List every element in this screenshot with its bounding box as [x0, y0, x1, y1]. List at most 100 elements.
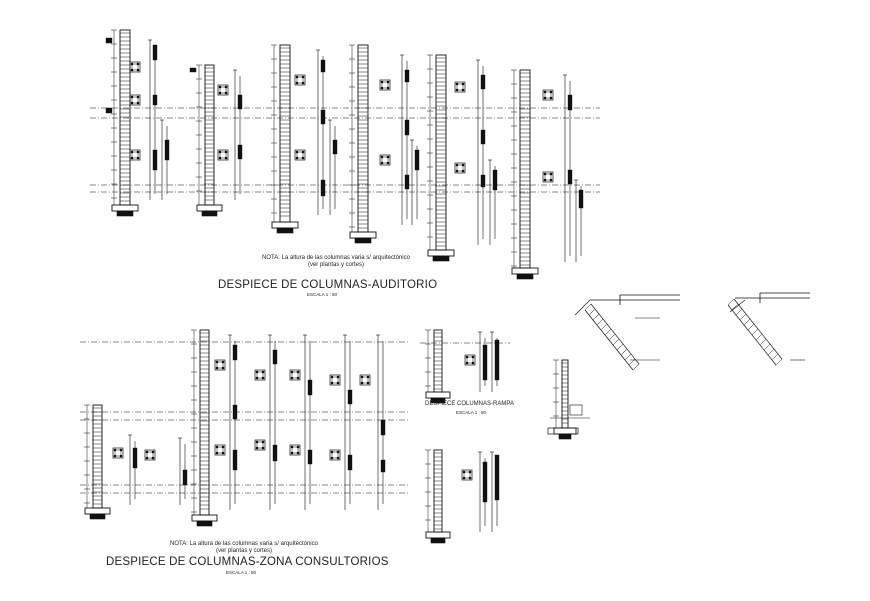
cad-line: [616, 343, 624, 351]
cad-rect: [461, 469, 473, 481]
cad-rect: [380, 419, 386, 436]
rebar-dot: [330, 450, 334, 454]
cad-rect: [544, 91, 552, 99]
cad-rect: [494, 339, 500, 381]
rebar-dot: [151, 456, 155, 460]
rebar-dot: [468, 476, 472, 480]
rebar-dot: [543, 172, 547, 176]
cad-rect: [332, 139, 338, 155]
cad-line: [604, 328, 612, 336]
rebar-dot: [290, 451, 294, 455]
rebar-dot: [386, 155, 390, 159]
cad-rect: [454, 162, 466, 174]
cad-line: [747, 323, 755, 331]
cad-rect: [307, 379, 313, 396]
rebar-dot: [224, 85, 228, 89]
rebar-dot: [295, 156, 299, 160]
cad-rect: [430, 397, 446, 404]
rebar-dot: [221, 445, 225, 449]
cad-rect: [272, 349, 278, 365]
rebar-dot: [255, 376, 259, 380]
cad-rect: [256, 441, 264, 449]
cad-rect: [414, 149, 420, 171]
cad-rect: [146, 451, 154, 459]
cad-rect: [112, 447, 124, 459]
title-rampa: DESPIECE COLUMNAS-RAMPA: [425, 401, 514, 407]
rebar-dot: [290, 445, 294, 449]
note-line-1: NOTA: La altura de las columnas varia s/…: [262, 255, 410, 261]
rebar-dot: [543, 90, 547, 94]
cad-rect: [381, 81, 389, 89]
cad-rect: [294, 74, 306, 86]
rebar-dot: [113, 448, 117, 452]
rebar-dot: [386, 161, 390, 165]
cad-rect: [116, 210, 134, 217]
rebar-dot: [261, 446, 265, 450]
cad-rect: [182, 469, 188, 486]
cad-rect: [466, 356, 474, 364]
cad-rect: [111, 204, 139, 212]
rebar-dot: [215, 451, 219, 455]
cad-rect: [214, 444, 226, 456]
rebar-dot: [130, 156, 134, 160]
cad-rect: [219, 151, 227, 159]
cad-rect: [558, 433, 572, 440]
rebar-dot: [136, 150, 140, 154]
cad-rect: [542, 89, 554, 101]
rebar-dot: [255, 446, 259, 450]
rebar-dot: [224, 150, 228, 154]
cad-line: [759, 338, 767, 346]
cad-rect: [131, 63, 139, 71]
cad-rect: [480, 174, 486, 188]
rebar-dot: [145, 450, 149, 454]
cad-rect: [216, 446, 224, 454]
cad-rect: [152, 94, 158, 106]
cad-line: [763, 343, 771, 351]
rebar-dot: [360, 381, 364, 385]
cad-rect: [294, 149, 306, 161]
rebar-dot: [543, 178, 547, 182]
cad-rect: [254, 369, 266, 381]
rebar-dot: [380, 161, 384, 165]
rebar-dot: [130, 95, 134, 99]
cad-line: [739, 313, 747, 321]
cad-rect: [464, 354, 476, 366]
cad-rect: [404, 69, 410, 83]
cad-line: [620, 348, 628, 356]
cad-rect: [354, 237, 372, 244]
rebar-dot: [461, 82, 465, 86]
cad-rect: [361, 376, 369, 384]
rebar-dot: [290, 370, 294, 374]
cad-rect: [359, 374, 371, 386]
cad-rect: [331, 376, 339, 384]
rebar-dot: [543, 96, 547, 100]
rebar-dot: [295, 150, 299, 154]
rebar-dot: [255, 440, 259, 444]
rebar-dot: [455, 82, 459, 86]
rebar-dot: [261, 440, 265, 444]
cad-rect: [542, 171, 554, 183]
rebar-dot: [136, 95, 140, 99]
cad-rect: [433, 449, 443, 533]
cad-rect: [105, 107, 113, 114]
cad-line: [574, 299, 591, 316]
cad-line: [731, 303, 739, 311]
cad-line: [596, 318, 604, 326]
rebar-dot: [295, 81, 299, 85]
cad-rect: [347, 389, 353, 405]
cad-rect: [379, 79, 391, 91]
rebar-dot: [151, 450, 155, 454]
rebar-dot: [261, 370, 265, 374]
rebar-dot: [336, 450, 340, 454]
rebar-dot: [330, 381, 334, 385]
cad-rect: [144, 449, 156, 461]
cad-rect: [237, 94, 243, 110]
rebar-dot: [549, 90, 553, 94]
cad-rect: [567, 94, 573, 111]
cad-rect: [256, 371, 264, 379]
cad-rect: [132, 447, 138, 469]
cad-rect: [232, 404, 238, 420]
cad-line: [735, 308, 743, 316]
cad-line: [729, 299, 746, 313]
cad-rect: [191, 514, 218, 522]
